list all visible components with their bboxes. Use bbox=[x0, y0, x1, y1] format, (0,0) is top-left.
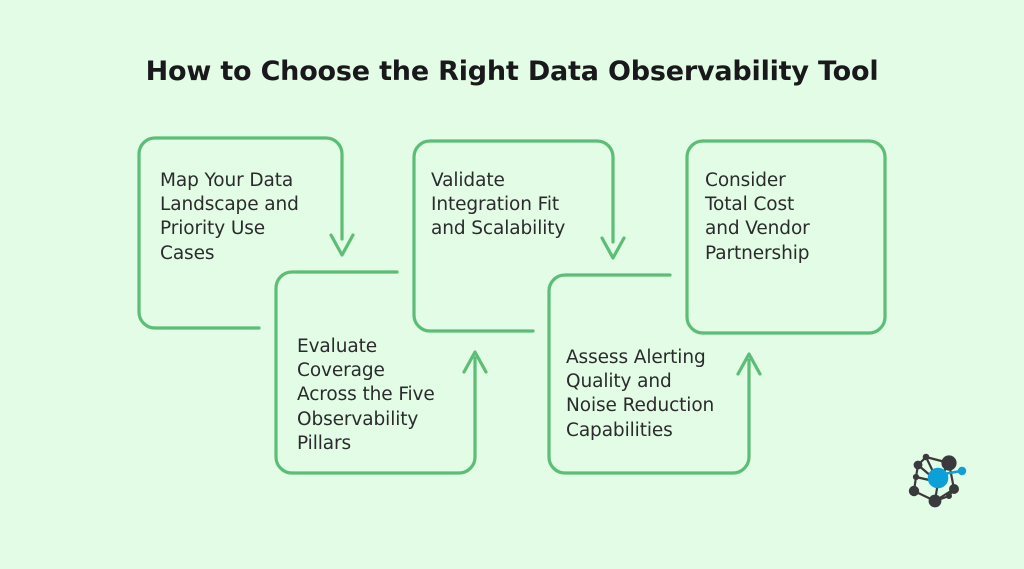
step-4-label: Assess Alerting Quality and Noise Reduct… bbox=[566, 347, 715, 441]
step-4-box-outline bbox=[547, 273, 751, 475]
step-4-up-arrowhead bbox=[736, 352, 762, 376]
step-1-box-outline bbox=[137, 136, 344, 330]
step-2-box-outline bbox=[274, 270, 477, 475]
step-5-box-outline bbox=[685, 139, 887, 335]
step-1-label: Map Your Data Landscape and Priority Use… bbox=[160, 170, 299, 264]
network-graph-logo bbox=[908, 453, 967, 508]
step-5-label: Consider Total Cost and Vendor Partnersh… bbox=[705, 170, 810, 264]
page-title: How to Choose the Right Data Observabili… bbox=[145, 56, 879, 87]
step-3-box-outline bbox=[412, 139, 615, 333]
step-1-down-arrowhead bbox=[329, 233, 355, 257]
step-3-down-arrowhead bbox=[600, 236, 626, 260]
step-2-label: Evaluate Coverage Across the Five Observ… bbox=[297, 336, 435, 454]
step-2-up-arrowhead bbox=[462, 350, 488, 374]
step-3-label: Validate Integration Fit and Scalability bbox=[431, 170, 566, 240]
